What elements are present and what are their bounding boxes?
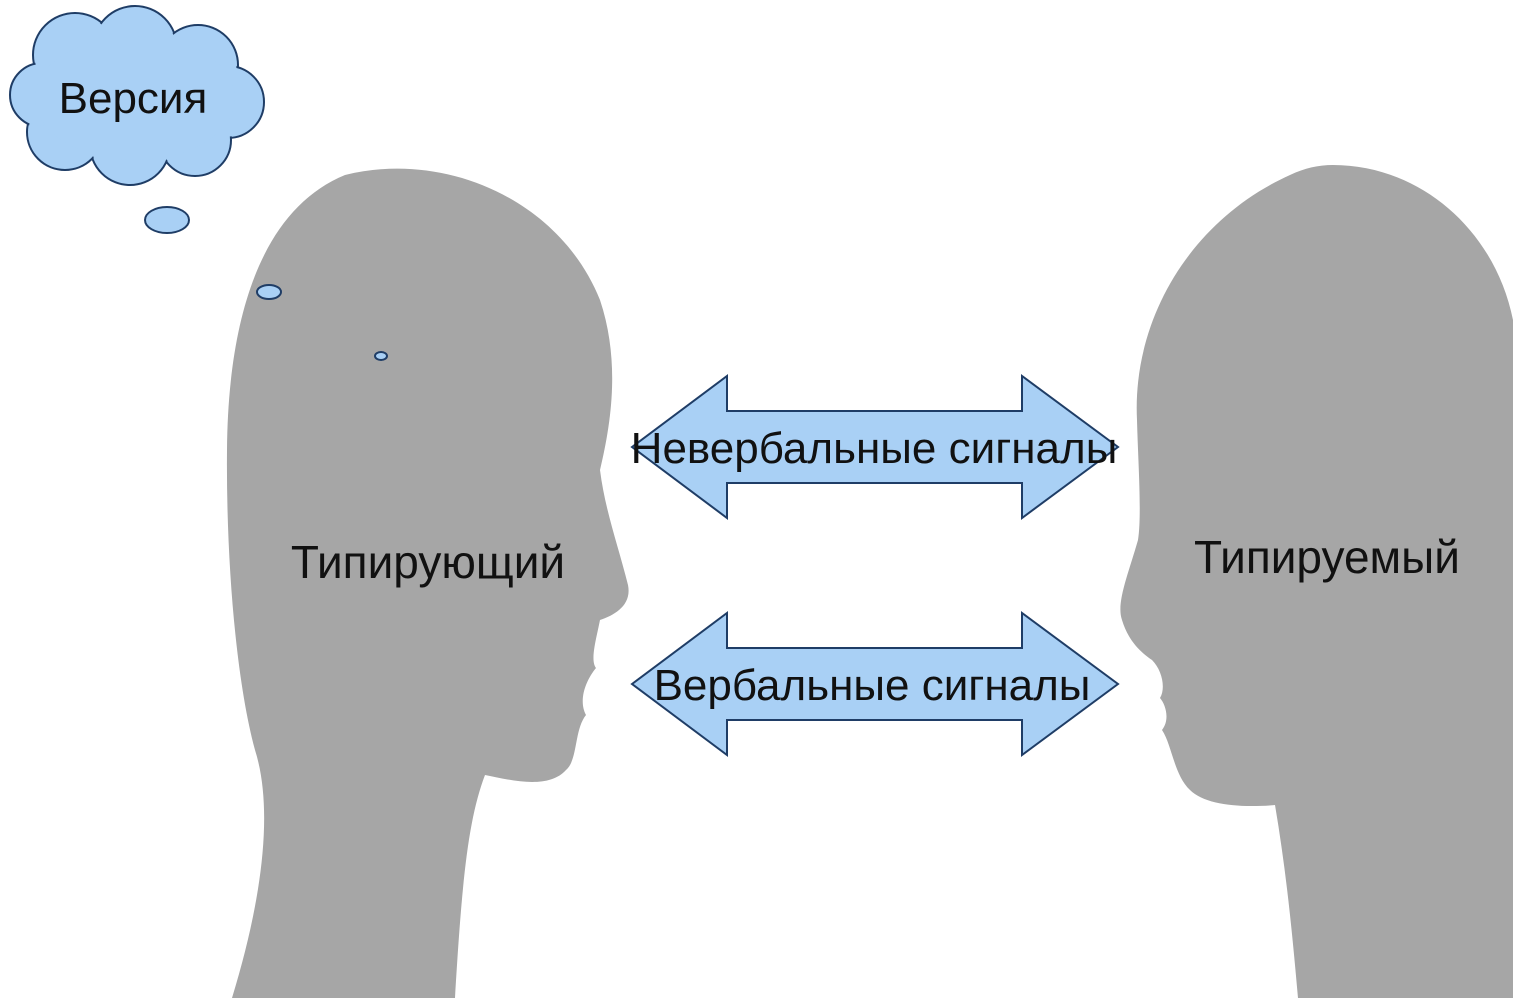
nonverbal-arrow-label: Невербальные сигналы xyxy=(631,424,1118,473)
verbal-arrow-label: Вербальные сигналы xyxy=(654,661,1091,710)
right-head-label: Типируемый xyxy=(1194,531,1460,583)
thought-bubble-medium xyxy=(256,284,282,300)
right-head-silhouette xyxy=(1120,165,1513,998)
verbal-double-arrow xyxy=(630,611,1120,757)
thought-cloud-label: Версия xyxy=(59,74,208,123)
thought-cloud-fill xyxy=(11,7,263,184)
thought-bubble-small xyxy=(374,351,388,361)
nonverbal-double-arrow xyxy=(630,374,1120,520)
left-head-silhouette xyxy=(226,168,629,998)
left-head-label: Типирующий xyxy=(291,536,565,588)
thought-bubble-large xyxy=(144,206,190,234)
